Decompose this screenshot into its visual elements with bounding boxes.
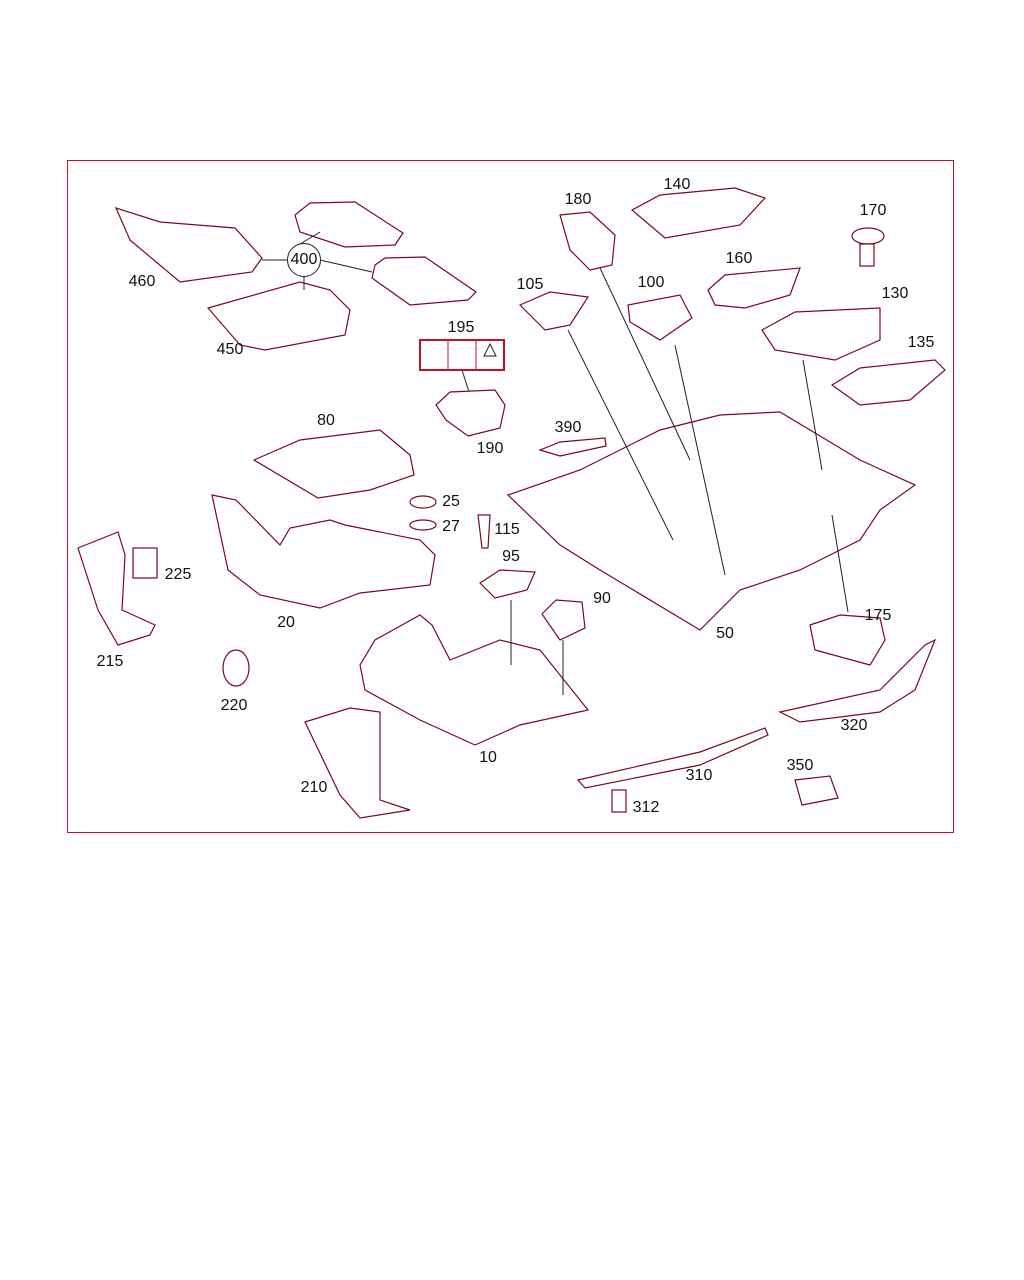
callout-400[interactable]: 400 [287, 243, 321, 277]
part-10-floor-carpet[interactable] [359, 614, 590, 746]
part-310-sill[interactable] [576, 727, 769, 789]
callout-115[interactable]: 115 [494, 521, 520, 538]
callout-50[interactable]: 50 [716, 625, 734, 642]
part-95[interactable] [479, 569, 536, 599]
part-20-trunk-lining[interactable] [211, 494, 436, 609]
callout-105[interactable]: 105 [516, 276, 544, 293]
callout-90[interactable]: 90 [593, 590, 611, 607]
callout-320[interactable]: 320 [840, 717, 868, 734]
part-190[interactable] [435, 389, 506, 437]
callout-130[interactable]: 130 [881, 285, 909, 302]
callout-195[interactable]: 195 [447, 319, 475, 336]
part-350[interactable] [794, 775, 839, 806]
callout-25[interactable]: 25 [442, 493, 460, 510]
part-400-mat-a[interactable] [294, 201, 404, 248]
part-25[interactable] [409, 495, 437, 509]
part-160[interactable] [707, 267, 801, 309]
part-210-trim[interactable] [304, 707, 411, 819]
part-175[interactable] [809, 614, 886, 666]
callout-20[interactable]: 20 [277, 614, 295, 631]
callout-220[interactable]: 220 [220, 697, 248, 714]
part-215-trim[interactable] [77, 531, 156, 646]
callout-350[interactable]: 350 [786, 757, 814, 774]
part-170-clip[interactable] [851, 227, 885, 267]
part-27[interactable] [409, 519, 437, 531]
part-105[interactable] [518, 291, 590, 331]
part-135[interactable] [830, 359, 946, 406]
part-320-sill[interactable] [778, 638, 937, 723]
callout-170[interactable]: 170 [859, 202, 887, 219]
part-180[interactable] [559, 211, 616, 271]
callout-312[interactable]: 312 [632, 799, 660, 816]
diagram-frame [67, 160, 954, 833]
callout-175[interactable]: 175 [864, 607, 892, 624]
callout-225[interactable]: 225 [164, 566, 192, 583]
part-90[interactable] [541, 599, 586, 641]
part-390[interactable] [538, 437, 607, 457]
callout-95[interactable]: 95 [502, 548, 520, 565]
callout-390[interactable]: 390 [554, 419, 582, 436]
callout-180[interactable]: 180 [564, 191, 592, 208]
part-460-floor-mat[interactable] [114, 207, 263, 283]
part-400-mat-b[interactable] [371, 256, 477, 306]
part-140[interactable] [630, 187, 767, 239]
callout-215[interactable]: 215 [96, 653, 124, 670]
part-50-main-floor[interactable] [506, 411, 917, 631]
part-115-clip[interactable] [477, 514, 491, 549]
callout-27[interactable]: 27 [442, 518, 460, 535]
callout-450[interactable]: 450 [216, 341, 244, 358]
callout-80[interactable]: 80 [317, 412, 335, 429]
part-195-warning-label[interactable] [419, 339, 505, 371]
part-225[interactable] [132, 547, 158, 579]
part-100[interactable] [627, 294, 693, 341]
part-220[interactable] [222, 649, 250, 687]
part-130[interactable] [761, 307, 881, 361]
part-450-floor-mat[interactable] [206, 281, 351, 351]
callout-140[interactable]: 140 [663, 176, 691, 193]
callout-210[interactable]: 210 [300, 779, 328, 796]
part-312[interactable] [611, 789, 627, 813]
callout-100[interactable]: 100 [637, 274, 665, 291]
callout-10[interactable]: 10 [479, 749, 497, 766]
callout-190[interactable]: 190 [476, 440, 504, 457]
part-80-cover[interactable] [252, 429, 415, 499]
callout-460[interactable]: 460 [128, 273, 156, 290]
callout-310[interactable]: 310 [685, 767, 713, 784]
callout-160[interactable]: 160 [725, 250, 753, 267]
callout-135[interactable]: 135 [907, 334, 935, 351]
